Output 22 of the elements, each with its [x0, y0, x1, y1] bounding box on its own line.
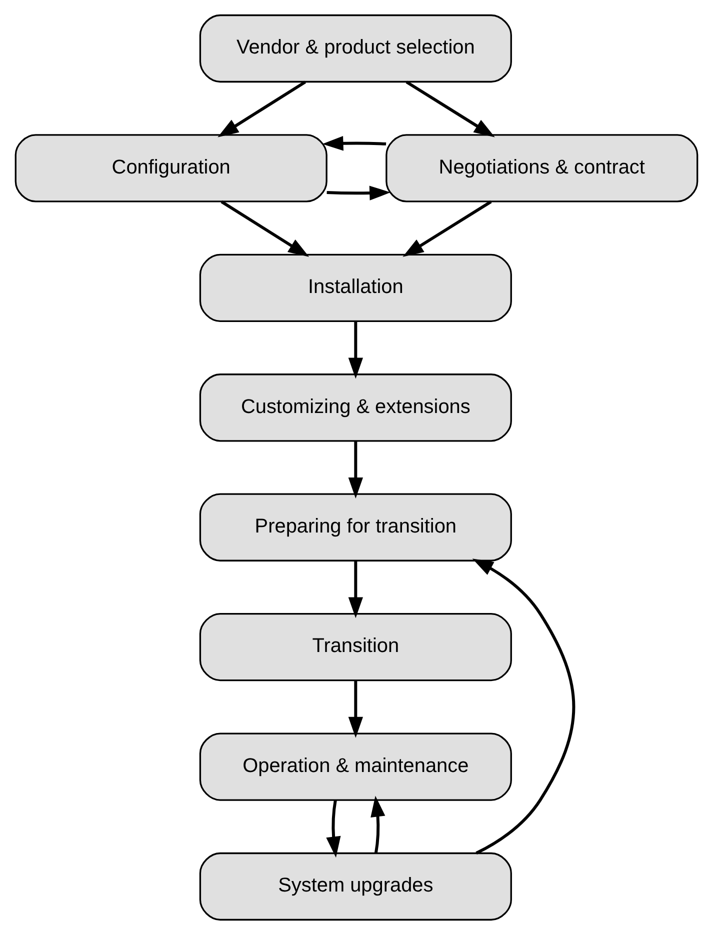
- arrow: [218, 80, 306, 138]
- arrow: [402, 200, 492, 257]
- arrow: [322, 136, 386, 151]
- node-box: Operation & maintenance: [199, 732, 512, 801]
- arrow: [348, 441, 364, 498]
- arrow: [348, 560, 364, 618]
- node-box: Vendor & product selection: [199, 14, 512, 83]
- arrow: [348, 321, 364, 379]
- arrow: [348, 680, 364, 738]
- arrow: [220, 200, 310, 257]
- node-box: Customizing & extensions: [199, 374, 512, 442]
- node-box: Installation: [199, 254, 512, 322]
- node-box: System upgrades: [199, 852, 512, 921]
- node-box: Configuration: [14, 134, 328, 202]
- arrow: [326, 186, 391, 200]
- node-box: Negotiations & contract: [386, 134, 698, 202]
- arrow: [370, 796, 386, 854]
- node-box: Preparing for transition: [199, 493, 512, 562]
- arrow: [472, 558, 576, 854]
- node-box: Transition: [199, 612, 512, 682]
- arrow: [406, 80, 495, 138]
- arrow: [326, 800, 341, 858]
